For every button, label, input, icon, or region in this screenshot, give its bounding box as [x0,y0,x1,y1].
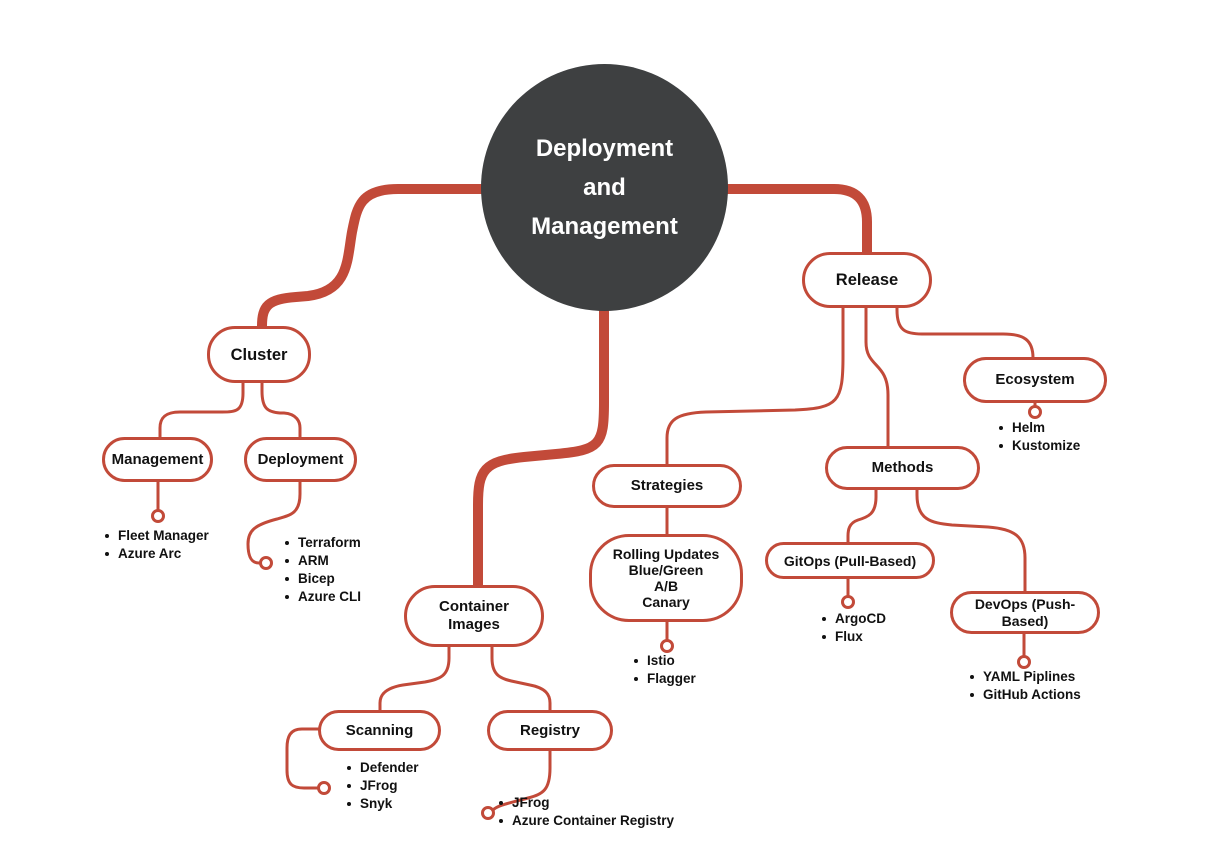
node-scanning: Scanning [318,710,441,751]
list-item: JFrog [497,794,674,812]
list-item: JFrog [345,777,419,795]
wire-methods-devops [915,487,1027,593]
list-item: Bicep [283,570,361,588]
endpoint-scanning [317,781,331,795]
list-item: Azure CLI [283,588,361,606]
endpoint-gitops [841,595,855,609]
node-devops-label: DevOps (Push-Based) [974,595,1076,629]
wire-container-scanning [378,645,451,713]
list-item: Azure Arc [103,545,209,563]
list-item: Defender [345,759,419,777]
node-registry-label: Registry [519,721,581,739]
list-item: Azure Container Registry [497,812,674,830]
root-node-label: Deployment and Management [531,135,678,240]
list-item: ArgoCD [820,610,886,628]
wire-methods-gitops [846,487,878,544]
endpoint-deployment [259,556,273,570]
node-ecosystem-label: Ecosystem [995,371,1075,388]
registry-list: JFrog Azure Container Registry [497,794,674,830]
node-deployment: Deployment [244,437,357,482]
list-item: YAML Piplines [968,668,1081,686]
node-deployment-label: Deployment [257,450,344,468]
list-item: ARM [283,552,361,570]
endpoint-registry [481,806,495,820]
wire-cluster-management [158,380,245,439]
wire-root-release [645,184,872,258]
node-cluster-label: Cluster [230,345,288,364]
strategy-line: Rolling Updates [612,546,720,562]
root-node: Deployment and Management [481,64,728,311]
endpoint-ecosystem [1028,405,1042,419]
node-strategy-group: Rolling Updates Blue/Green A/B Canary [589,534,743,622]
node-gitops-label: GitOps (Pull-Based) [783,552,917,569]
node-scanning-label: Scanning [345,721,414,739]
node-registry: Registry [487,710,613,751]
node-devops: DevOps (Push-Based) [950,591,1100,634]
strategies-list: Istio Flagger [632,652,696,688]
wire-root-cluster [257,184,565,331]
list-item: Snyk [345,795,419,813]
wire-root-container [473,295,609,591]
wire-registry-list [491,749,552,812]
wire-scanning-list [285,727,322,790]
node-methods-label: Methods [871,459,934,476]
wire-release-methods [864,305,890,449]
scanning-list: Defender JFrog Snyk [345,759,419,813]
node-release-label: Release [835,271,899,289]
deployment-list: Terraform ARM Bicep Azure CLI [283,534,361,606]
wire-deployment-list [246,479,302,565]
list-item: Helm [997,419,1080,437]
strategy-line: Blue/Green [628,562,704,578]
list-item: Flux [820,628,886,646]
wire-release-strategies [665,305,845,467]
endpoint-devops [1017,655,1031,669]
node-methods: Methods [825,446,980,490]
ecosystem-list: Helm Kustomize [997,419,1080,455]
list-item: Kustomize [997,437,1080,455]
wire-container-registry [490,645,552,713]
node-cluster: Cluster [207,326,311,383]
node-strategies-label: Strategies [630,477,704,494]
node-management-label: Management [111,450,204,468]
devops-list: YAML Piplines GitHub Actions [968,668,1081,704]
list-item: Istio [632,652,696,670]
strategy-line: A/B [653,578,679,594]
management-list: Fleet Manager Azure Arc [103,527,209,563]
wire-release-ecosystem [895,303,1035,360]
list-item: Terraform [283,534,361,552]
node-release: Release [802,252,932,308]
node-container-images-label: Container Images [438,598,509,633]
wire-cluster-deployment [260,380,302,439]
list-item: Fleet Manager [103,527,209,545]
endpoint-management [151,509,165,523]
gitops-list: ArgoCD Flux [820,610,886,646]
node-ecosystem: Ecosystem [963,357,1107,403]
node-strategies: Strategies [592,464,742,508]
endpoint-strategies [660,639,674,653]
node-container-images: Container Images [404,585,544,647]
node-management: Management [102,437,213,482]
list-item: Flagger [632,670,696,688]
node-gitops: GitOps (Pull-Based) [765,542,935,579]
list-item: GitHub Actions [968,686,1081,704]
strategy-line: Canary [642,594,690,610]
